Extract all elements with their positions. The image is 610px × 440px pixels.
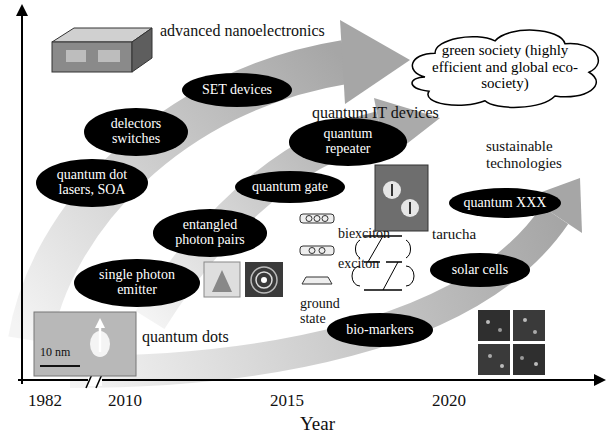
node-text-group: SET devices <box>202 83 272 98</box>
ellipse-node: quantum repeater <box>289 118 408 166</box>
node-text-group: quantum dot lasers, SOA <box>51 168 133 197</box>
annotation-label: sustainable technologies <box>486 138 596 171</box>
node-text-group: delectors switches <box>98 117 174 146</box>
cloud-text: green society (highly efficient and glob… <box>430 42 580 92</box>
ellipse-text: delectors switches <box>98 117 174 146</box>
node-text-group: quantum repeater <box>304 127 392 156</box>
ellipse-node: entangled photon pairs <box>153 209 268 257</box>
ellipse-text: single photon emitter <box>90 268 183 297</box>
cloud-node: green society (highly efficient and glob… <box>405 20 605 115</box>
axis-title: Year <box>300 414 335 435</box>
node-text-group: quantum gate <box>252 180 328 195</box>
annotation-label: advanced nanoelectronics <box>160 22 325 40</box>
year-tick-label: 1982 <box>28 392 62 411</box>
ellipse-node: single photon emitter <box>74 259 199 307</box>
ellipse-node: solar cells <box>430 253 530 287</box>
ellipse-node: quantum XXX <box>449 188 561 218</box>
ellipse-text: quantum repeater <box>304 127 392 156</box>
annotation-label: tarucha <box>432 226 476 243</box>
node-text-group: solar cells <box>452 263 508 278</box>
annotation-label: quantum IT devices <box>312 104 439 122</box>
ellipse-text: entangled photon pairs <box>167 218 252 247</box>
annotation-label: quantum dots <box>142 328 229 346</box>
ellipse-node: quantum dot lasers, SOA <box>36 159 147 207</box>
node-text-group: single photon emitter <box>90 268 183 297</box>
ellipse-node: quantum gate <box>235 171 345 203</box>
node-text-group: bio-markers <box>346 323 414 338</box>
ellipse-node: delectors switches <box>84 108 187 156</box>
year-tick-label: 2010 <box>108 392 142 411</box>
ellipse-text: quantum XXX <box>464 196 547 211</box>
annotation-label: biexciton <box>338 226 390 241</box>
annotation-label: ground state <box>300 296 360 327</box>
node-text-group: quantum XXX <box>464 196 547 211</box>
ellipse-text: quantum dot lasers, SOA <box>51 168 133 197</box>
annotation-label: exciton <box>338 256 379 271</box>
ellipse-node: bio-markers <box>327 313 433 347</box>
ellipse-text: quantum gate <box>252 180 328 195</box>
ellipse-text: SET devices <box>202 83 272 98</box>
ellipse-text: bio-markers <box>346 323 414 338</box>
ellipse-node: SET devices <box>182 73 292 107</box>
annotation-label: 10 nm <box>40 346 70 359</box>
node-text-group: entangled photon pairs <box>167 218 252 247</box>
node-text-group: green society (highly efficient and glob… <box>430 42 580 92</box>
year-tick-label: 2015 <box>270 392 304 411</box>
ellipse-text: solar cells <box>452 263 508 278</box>
year-tick-label: 2020 <box>432 392 466 411</box>
